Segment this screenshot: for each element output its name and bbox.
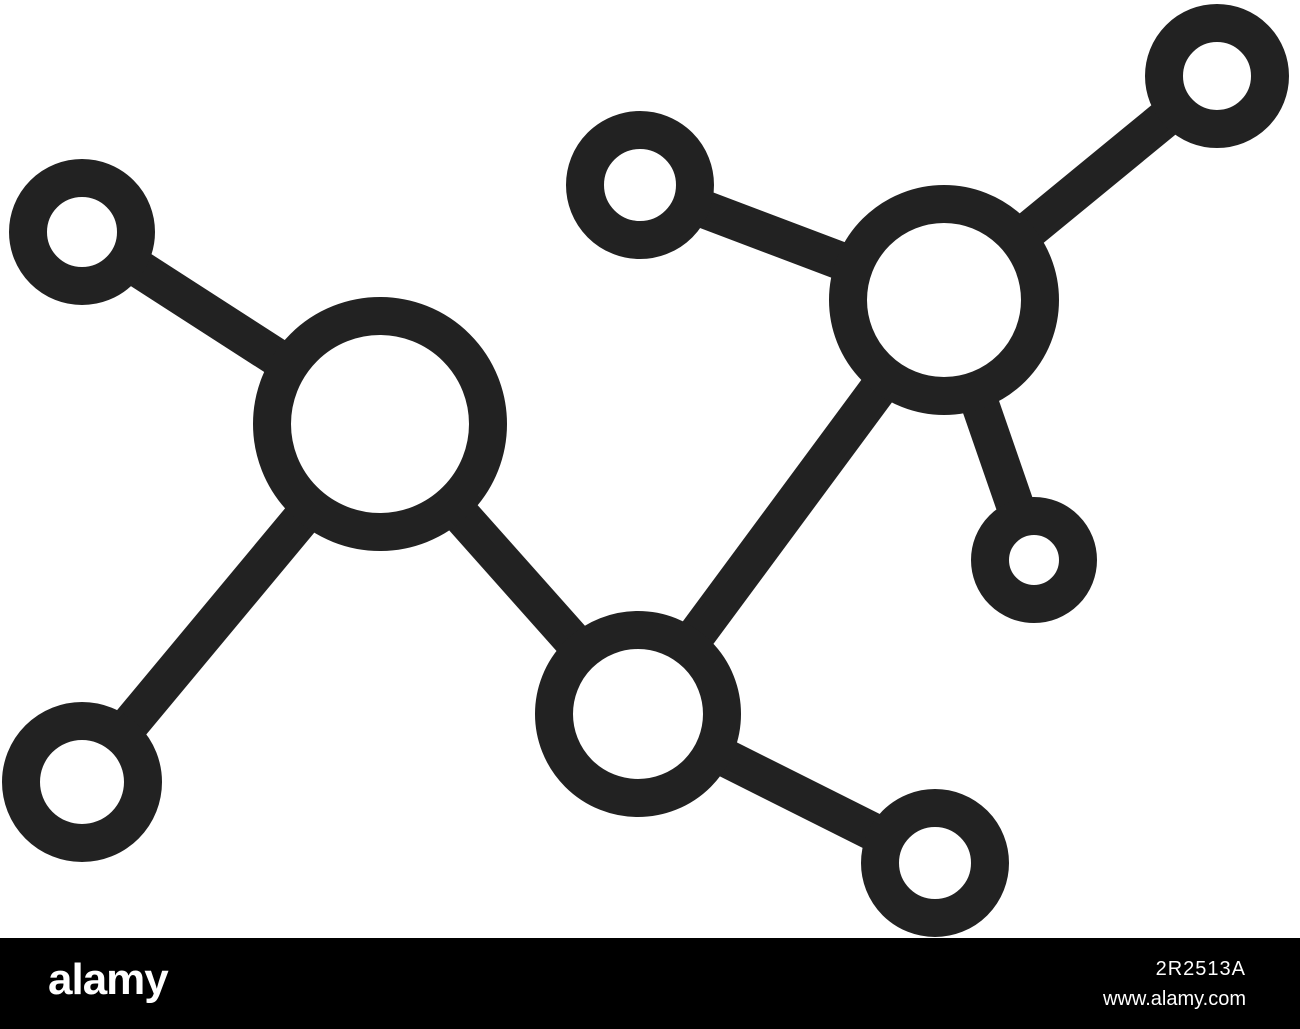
atom-node-large (253, 297, 507, 551)
site-url-label: www.alamy.com (1103, 988, 1246, 1010)
atom-node-small (971, 497, 1097, 623)
brand-logo: alamy (48, 955, 169, 1004)
molecule-graphic (2, 4, 1289, 937)
molecule-icon (2, 4, 1289, 937)
atom-node-large (829, 185, 1059, 415)
atom-node-small (9, 159, 155, 305)
atom-node-small (566, 111, 714, 259)
image-id-label: 2R2513A (1155, 958, 1246, 980)
atom-node-medium (535, 611, 741, 817)
watermark-bar: alamy 2R2513A www.alamy.com (0, 938, 1300, 1029)
atom-node-small (861, 789, 1009, 937)
atom-node-small (1145, 4, 1289, 148)
atom-node-small (2, 702, 162, 862)
